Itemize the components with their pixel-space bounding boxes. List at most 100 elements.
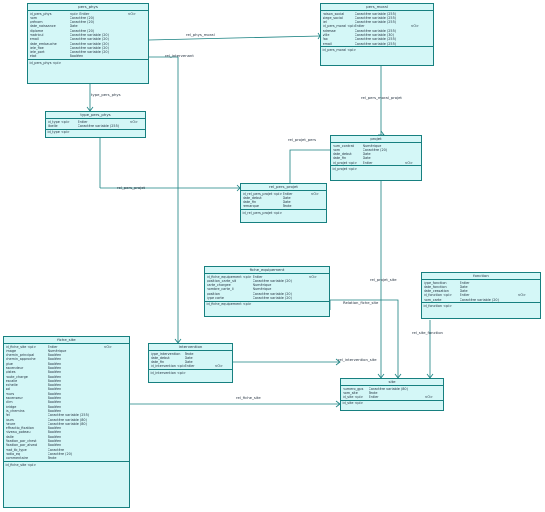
attribute-flag	[518, 298, 539, 302]
attribute-name: heure	[5, 421, 16, 426]
entity-pk: id_fiche_equipement <pi>	[205, 300, 329, 307]
attribute-name: chemin_principal	[5, 353, 35, 358]
link-projet-relpers	[289, 149, 330, 183]
attribute-row: fel Caractère variable (255)	[6, 413, 128, 417]
attribute-type: Caractère variable (255)	[354, 15, 397, 20]
link-phys-moral	[148, 35, 321, 41]
attribute-name: raison_social	[322, 11, 345, 16]
attribute-row: id_pers_phys<pi> Entier<O>	[30, 12, 147, 16]
attribute-type: Numérique	[47, 348, 67, 353]
attribute-name: id_type <pi>	[47, 119, 70, 124]
attribute-flag: <O>	[424, 395, 433, 400]
rel-label-moral-projet: rel_pers_moral_projet	[361, 95, 402, 100]
attribute-type: Caractère variable (255)	[354, 37, 397, 42]
attribute-name: email	[29, 37, 39, 42]
attribute-type: Caractère (20)	[47, 451, 73, 456]
attribute-type: Caractère variable (20)	[252, 291, 292, 296]
attribute-type: Caractère variable (20)	[69, 50, 109, 55]
attribute-type: Numérique	[362, 143, 382, 148]
attribute-name: date_fonction	[423, 284, 447, 289]
entity-type-pers-phys[interactable]: type_pers_phys id_type <pi>Entier<O>libe…	[45, 111, 146, 138]
attribute-type: Booléen	[47, 370, 62, 375]
attribute-type: Booléen	[47, 353, 62, 358]
rel-label-intervention-site: rel_intervention_site	[338, 357, 377, 362]
attribute-type: Booléen	[47, 357, 62, 362]
attribute-flag: <O>	[404, 160, 413, 165]
attribute-name: clim	[5, 400, 13, 405]
attribute-name: date_debut	[242, 195, 262, 200]
attribute-name: fel	[5, 413, 10, 418]
attribute-type: Entier	[282, 191, 293, 196]
entity-pk: id_type <pi>	[46, 128, 145, 135]
attribute-type: Booléen	[47, 443, 62, 448]
attribute-name: id_fonction <pi>	[423, 293, 452, 298]
entity-pk: id_rel_pers_projet <pi>	[241, 209, 326, 215]
attribute-row: date_debut Date	[333, 152, 420, 156]
attribute-name: ascendeur	[5, 365, 24, 370]
attribute-name: date_naissance	[29, 24, 56, 29]
attribute-flag: <O>	[517, 293, 526, 298]
attribute-type: Caractère	[47, 447, 65, 452]
attribute-type: Caractère variable (20)	[69, 41, 109, 46]
attribute-name: echelle	[5, 383, 18, 388]
attribute-row: tele_fixe Caractère variable (20)	[30, 46, 147, 50]
attribute-name: fixation_par_chest	[5, 439, 37, 444]
attribute-flag: <O>	[129, 119, 138, 124]
attribute-type: Caractère variable (255)	[77, 123, 120, 128]
attribute-type: Caractère variable (20)	[252, 278, 292, 283]
attribute-name: date_cessation	[423, 289, 449, 294]
rel-label-intervenant: rel_intervenant	[165, 53, 194, 58]
entity-pk: id_pers_phys <pi>	[28, 59, 148, 65]
attribute-name: date_debut	[150, 355, 170, 360]
attribute-name: tele_fixe	[29, 45, 44, 50]
attribute-type: Caractère variable (30)	[354, 32, 394, 37]
entity-rel-pers-projet[interactable]: rel_pers_projet id_rel_pers_projet <pi>E…	[240, 183, 327, 223]
attribute-flag: <O>	[214, 364, 223, 369]
rel-label-projet-pers: rel_projet_pers	[288, 137, 317, 142]
attribute-row: chemin_principal Booléen	[6, 353, 128, 357]
attribute-type: Entier	[184, 364, 195, 369]
attribute-type: Caractère variable (20)	[69, 45, 109, 50]
attribute-name: tele_port	[29, 50, 45, 55]
attribute-type: Booléen	[47, 396, 62, 401]
entity-fiche-equipement[interactable]: fiche_equipement id_fiche_equipement <pi…	[204, 266, 330, 317]
attribute-type: Date	[362, 152, 371, 157]
attribute-type: Caractère (20)	[69, 28, 95, 33]
attribute-row: id_rel_pers_projet <pi>Entier<O>	[243, 192, 325, 196]
attribute-name: dalle	[5, 434, 14, 439]
attribute-row: id_site <pi>Entier<O>	[343, 395, 442, 399]
attribute-name: niveau_poteau	[5, 430, 31, 435]
attribute-flag	[311, 204, 325, 208]
entity-pk: id_fiche_site <pi>	[4, 461, 129, 467]
attribute-type: Date	[282, 200, 291, 205]
attribute-name: pistes	[5, 370, 16, 375]
entity-fiche-site[interactable]: fiche_site id_fiche_site <pi>Entier<O>im…	[3, 336, 130, 508]
attribute-type: Texte	[184, 351, 194, 356]
entity-title: projet	[331, 136, 421, 143]
attribute-name: email	[322, 41, 332, 46]
attribute-type: Booléen	[47, 391, 62, 396]
attribute-name: date_debut	[332, 152, 352, 157]
attribute-type: Entier	[459, 293, 470, 298]
attribute-type: Caractère variable (255)	[47, 413, 90, 418]
